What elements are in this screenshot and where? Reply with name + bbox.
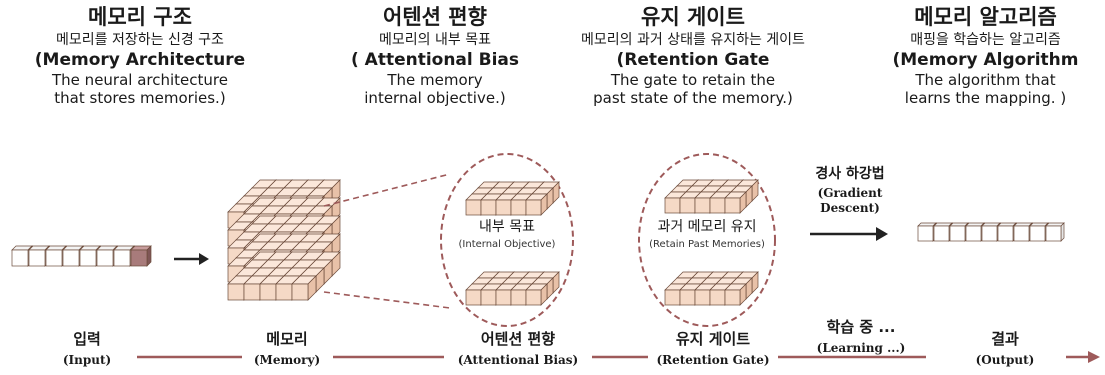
header-memory-architecture: 메모리 구조 메모리를 저장하는 신경 구조 (Memory Architect…	[10, 6, 270, 107]
zoom-lines	[323, 173, 451, 309]
retain-memories-label: 과거 메모리 유지 (Retain Past Memories)	[641, 216, 773, 250]
memory-architecture-desc-1: The neural architecture	[52, 70, 228, 89]
attention-bias-zoom-circle	[440, 153, 574, 327]
retention-gate-title: 유지 게이트	[641, 5, 745, 29]
memory-algorithm-en-title: (Memory Algorithm	[892, 49, 1079, 70]
pipeline-learning: 학습 중 ... (Learning ...)	[805, 316, 917, 355]
retention-gate-desc-1: The gate to retain the	[610, 70, 776, 89]
retention-gate-en-title: (Retention Gate	[616, 49, 770, 70]
pipeline-input-en: (Input)	[62, 353, 112, 367]
pipeline-learning-ko: 학습 중 ...	[826, 318, 896, 336]
header-retention-gate: 유지 게이트 메모리의 과거 상태를 유지하는 게이트 (Retention G…	[548, 6, 838, 107]
retention-slab-top	[664, 179, 759, 214]
retention-slab-bottom	[664, 271, 759, 306]
retain-memories-ko: 과거 메모리 유지	[657, 219, 757, 235]
input-token-sequence	[11, 245, 152, 267]
header-memory-algorithm: 메모리 알고리즘 매핑을 학습하는 알고리즘 (Memory Algorithm…	[873, 6, 1098, 107]
pipeline-retention-gate-en: (Retention Gate)	[656, 353, 770, 367]
internal-objective-en: (Internal Objective)	[458, 239, 556, 250]
output-token-sequence	[917, 222, 1065, 242]
pipeline-attentional-bias-en: (Attentional Bias)	[457, 353, 579, 367]
retention-gate-zoom-circle	[638, 153, 776, 327]
internal-objective-ko: 내부 목표	[479, 219, 535, 235]
objective-slab-top	[465, 181, 560, 216]
gradient-descent-ko: 경사 하강법	[815, 166, 885, 182]
memory-algorithm-title: 메모리 알고리즘	[914, 5, 1057, 29]
attentional-bias-en-title: ( Attentional Bias	[350, 49, 520, 70]
memory-architecture-en-title: (Memory Architecture	[34, 49, 246, 70]
attentional-bias-desc-1: The memory	[387, 70, 483, 89]
memory-architecture-title: 메모리 구조	[88, 5, 192, 29]
pipeline-input-ko: 입력	[73, 330, 101, 348]
pipeline-attentional-bias: 어텐션 편향 (Attentional Bias)	[444, 328, 592, 367]
retain-memories-en: (Retain Past Memories)	[649, 239, 765, 250]
pipeline-input: 입력 (Input)	[47, 328, 127, 367]
internal-objective-label: 내부 목표 (Internal Objective)	[457, 216, 557, 250]
memory-algorithm-desc-2: learns the mapping. )	[904, 89, 1067, 108]
pipeline-output-ko: 결과	[991, 330, 1019, 348]
pipeline-memory-en: (Memory)	[253, 353, 321, 367]
memory-cube	[227, 179, 341, 301]
input-arrow-icon	[174, 253, 209, 265]
pipeline-connectors	[137, 351, 1100, 363]
pipeline-retention-gate-ko: 유지 게이트	[675, 330, 751, 348]
objective-slab-bottom	[465, 271, 560, 306]
retention-gate-subtitle: 메모리의 과거 상태를 유지하는 게이트	[581, 32, 805, 49]
pipeline-learning-en: (Learning ...)	[816, 341, 906, 355]
memory-architecture-subtitle: 메모리를 저장하는 신경 구조	[56, 32, 224, 49]
pipeline-retention-gate: 유지 게이트 (Retention Gate)	[648, 328, 778, 367]
gradient-arrow-icon	[810, 227, 888, 241]
pipeline-output-en: (Output)	[975, 353, 1035, 367]
memory-algorithm-desc-1: The algorithm that	[915, 70, 1056, 89]
retention-gate-desc-2: past state of the memory.)	[593, 89, 793, 108]
memory-architecture-desc-2: that stores memories.)	[54, 89, 226, 108]
attentional-bias-desc-2: internal objective.)	[364, 89, 506, 108]
gradient-descent-en-1: (Gradient	[817, 186, 883, 200]
memory-algorithm-subtitle: 매핑을 학습하는 알고리즘	[910, 32, 1061, 49]
header-attentional-bias: 어텐션 편향 메모리의 내부 목표 ( Attentional Bias The…	[315, 6, 555, 107]
attentional-bias-subtitle: 메모리의 내부 목표	[379, 32, 491, 49]
pipeline-memory-ko: 메모리	[266, 330, 308, 348]
gradient-descent-label: 경사 하강법 (Gradient Descent)	[800, 163, 900, 216]
attentional-bias-title: 어텐션 편향	[383, 5, 487, 29]
gradient-descent-en-2: Descent)	[820, 201, 880, 215]
pipeline-output: 결과 (Output)	[955, 328, 1055, 367]
pipeline-memory: 메모리 (Memory)	[242, 328, 332, 367]
pipeline-attentional-bias-ko: 어텐션 편향	[480, 330, 556, 348]
